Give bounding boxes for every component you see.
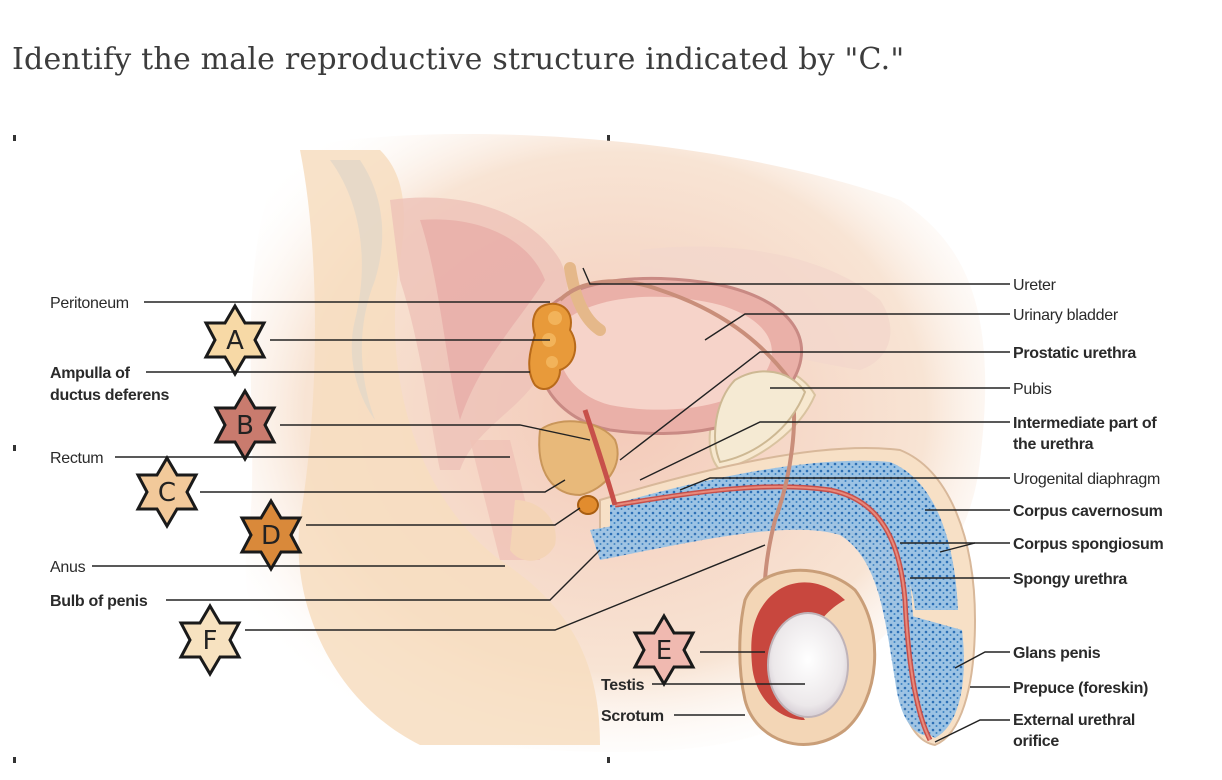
label-prepuce: Prepuce (foreskin) bbox=[1013, 680, 1148, 697]
marker-star-f: F bbox=[178, 603, 242, 677]
label-peritoneum: Peritoneum bbox=[50, 295, 129, 312]
leader-lines-bottom bbox=[652, 651, 805, 716]
label-glans-penis: Glans penis bbox=[1013, 645, 1101, 662]
label-ampulla-line1: Ampulla of bbox=[50, 365, 131, 382]
marker-star-d: D bbox=[239, 498, 303, 572]
label-ampulla-line2: ductus deferens bbox=[50, 387, 169, 404]
pubis-bone bbox=[714, 370, 807, 464]
marker-letter-e: E bbox=[656, 636, 672, 666]
label-rectum: Rectum bbox=[50, 450, 103, 467]
rectum-region bbox=[470, 440, 556, 561]
leader-lines-right bbox=[582, 267, 1010, 743]
penis bbox=[582, 409, 977, 747]
label-bulb-of-penis: Bulb of penis bbox=[50, 593, 148, 610]
label-pubis: Pubis bbox=[1013, 381, 1052, 398]
marker-letter-f: F bbox=[203, 626, 218, 656]
marker-letter-a: A bbox=[226, 326, 244, 356]
label-intermediate-line1: Intermediate part of bbox=[1013, 415, 1157, 432]
marker-star-a: A bbox=[203, 303, 267, 377]
label-corpus-spongiosum: Corpus spongiosum bbox=[1013, 536, 1164, 553]
marker-letter-c: C bbox=[158, 478, 176, 508]
label-ureter: Ureter bbox=[1013, 277, 1057, 294]
label-external-orifice-line2: orifice bbox=[1013, 733, 1059, 750]
marker-letter-b: B bbox=[236, 411, 254, 441]
label-testis: Testis bbox=[601, 677, 645, 694]
label-scrotum: Scrotum bbox=[601, 708, 664, 725]
scrotum-testis bbox=[738, 568, 877, 746]
prostate-gland bbox=[538, 420, 619, 497]
label-prostatic-urethra: Prostatic urethra bbox=[1013, 345, 1136, 362]
label-anus: Anus bbox=[50, 559, 86, 576]
leader-lines-left bbox=[92, 301, 766, 631]
seminal-vesicle bbox=[528, 302, 577, 390]
question-text: Identify the male reproductive structure… bbox=[12, 42, 905, 77]
marker-star-e: E bbox=[632, 613, 696, 687]
marker-star-b: B bbox=[213, 388, 277, 462]
frame-tick bbox=[13, 757, 16, 763]
frame-tick bbox=[13, 135, 16, 141]
marker-star-c: C bbox=[135, 455, 199, 529]
marker-letter-d: D bbox=[261, 521, 281, 551]
frame-tick bbox=[13, 445, 16, 451]
frame-tick bbox=[607, 135, 610, 141]
label-urinary-bladder: Urinary bladder bbox=[1013, 307, 1119, 324]
label-external-orifice-line1: External urethral bbox=[1013, 712, 1135, 729]
label-corpus-cavernosum: Corpus cavernosum bbox=[1013, 503, 1163, 520]
label-intermediate-line2: the urethra bbox=[1013, 436, 1094, 453]
bulbourethral-gland bbox=[577, 495, 599, 515]
label-spongy-urethra: Spongy urethra bbox=[1013, 571, 1127, 588]
label-urogenital-diaphragm: Urogenital diaphragm bbox=[1013, 471, 1160, 488]
frame-tick bbox=[607, 757, 610, 763]
